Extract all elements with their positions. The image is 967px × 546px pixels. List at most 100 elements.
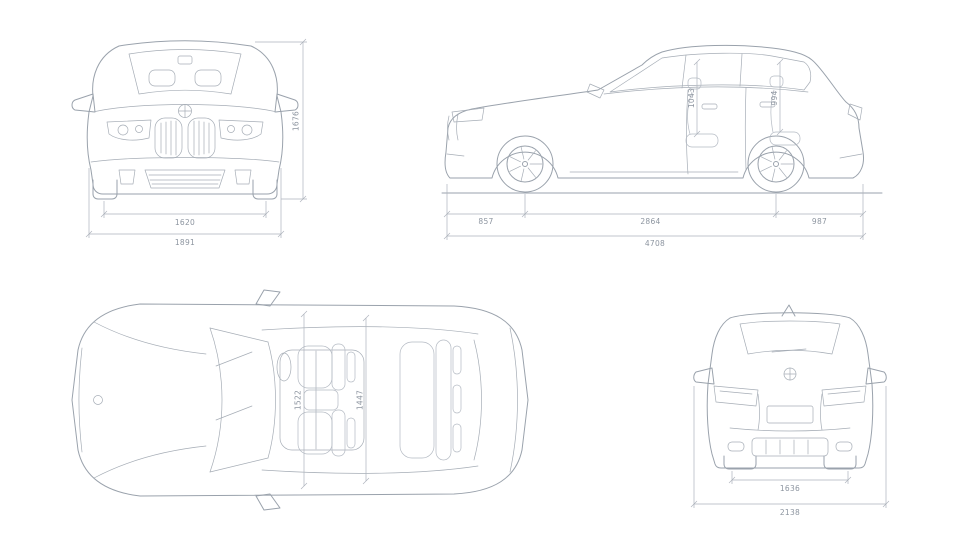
rear-seat-headrest <box>769 75 784 88</box>
steering-wheel <box>276 352 292 382</box>
nose-grille-lines <box>447 113 459 141</box>
passenger-seat-backrest <box>331 409 346 457</box>
top-dimensions <box>300 310 370 490</box>
top-seats <box>297 339 462 461</box>
rear-tire <box>747 135 805 193</box>
top-car-outline <box>71 289 529 511</box>
rear-view: 1636 2138 <box>690 304 890 517</box>
cowl-line <box>209 327 223 473</box>
rear-mirror-right <box>865 367 887 385</box>
dim-label-front-interior-width: 1522 <box>294 390 303 410</box>
dim-label-front-headroom: 1043 <box>687 88 696 108</box>
taillight-right <box>821 385 867 407</box>
dim-label-front-overhang: 857 <box>478 217 493 226</box>
rear-rim <box>757 145 795 183</box>
exhaust-left <box>727 441 745 452</box>
a-pillar-top <box>209 327 269 343</box>
windshield <box>128 49 242 95</box>
tailgate-seam-left <box>757 393 760 431</box>
mirror-bottom <box>255 493 281 511</box>
front-view: 1620 1891 1676 <box>71 38 307 247</box>
beltline <box>603 86 809 95</box>
dim-label-rear-interior-width: 1447 <box>356 390 365 410</box>
tailgate-edge <box>509 327 518 473</box>
rearview-mirror <box>177 55 193 65</box>
dim-label-wheelbase: 2864 <box>640 217 660 226</box>
bmw-roundel-icon <box>93 395 103 405</box>
front-left-wheel <box>92 179 118 200</box>
rear-car-details <box>713 320 867 457</box>
front-dimensions <box>85 38 307 238</box>
headlight-right <box>218 119 264 141</box>
roof-rail-top <box>261 326 479 335</box>
right-mirror <box>274 93 299 113</box>
kidney-grille-right <box>187 117 216 159</box>
mirror-top <box>255 289 281 307</box>
tailgate-bottom <box>729 427 851 432</box>
bumper-line <box>90 157 280 163</box>
b-pillar <box>681 53 743 89</box>
headlight-side <box>451 107 485 123</box>
headrest-right <box>194 69 222 87</box>
front-bumper-line <box>446 153 465 157</box>
kidney-grille-left <box>154 117 183 159</box>
passenger-seat-cushion <box>297 411 333 455</box>
front-rim <box>506 145 544 183</box>
front-bumper-inner <box>78 347 83 453</box>
bmw-roundel-icon <box>783 367 797 381</box>
top-car-details <box>78 321 518 479</box>
dim-label-front-track: 1620 <box>175 218 195 227</box>
exhaust-right <box>835 441 853 452</box>
door-seam-front <box>686 89 689 175</box>
rear-mirror-left <box>693 367 715 385</box>
rear-wiper <box>771 348 807 353</box>
side-vent-right <box>234 169 252 185</box>
dim-label-front-height: 1676 <box>292 111 301 131</box>
driver-seat-cushion <box>297 345 333 389</box>
dim-label-front-width: 1891 <box>175 238 195 247</box>
top-view: 1522 1447 <box>71 289 529 511</box>
dim-label-overall-length: 4708 <box>645 239 665 248</box>
dim-label-rear-headroom: 994 <box>770 90 779 105</box>
center-console <box>303 389 339 411</box>
headrest-left <box>148 69 176 87</box>
rear-seat-cushion <box>769 131 801 146</box>
dim-label-rear-width-mirrors: 2138 <box>780 508 800 517</box>
passenger-headrest <box>346 417 356 449</box>
hood-crease-top <box>93 321 207 355</box>
rear-window-edge <box>473 339 482 461</box>
front-seat-headrest <box>687 77 702 90</box>
rear-window <box>739 320 841 355</box>
front-car-outline <box>71 40 299 200</box>
rear-wheel-spokes <box>760 147 794 181</box>
driver-seat-backrest <box>331 343 346 391</box>
a-pillar-bottom <box>209 457 269 473</box>
side-car-outline <box>441 44 883 194</box>
rear-left-wheel <box>723 455 757 470</box>
front-seat-cushion <box>685 133 719 148</box>
headlight-left <box>106 119 152 141</box>
intake-mesh <box>148 174 222 185</box>
front-seat-backrest <box>687 91 693 135</box>
door-handle-rear <box>759 101 776 108</box>
front-right-wheel <box>252 179 278 200</box>
front-car-details <box>90 49 280 189</box>
dim-label-rear-overhang: 987 <box>812 217 827 226</box>
rear-right-wheel <box>823 455 857 470</box>
license-plate <box>766 405 814 424</box>
diffuser <box>751 437 829 457</box>
greenhouse <box>609 52 812 93</box>
hood-crease-bottom <box>93 445 207 479</box>
front-tire <box>496 135 554 193</box>
rear-bumper-line <box>839 153 863 159</box>
diffuser-fins <box>765 439 809 455</box>
wiper-right <box>215 405 253 421</box>
roof-rail-bottom <box>261 465 479 474</box>
rear-bench-cushion <box>399 341 435 459</box>
rear-dimensions <box>690 386 890 508</box>
grille-slats <box>160 120 210 156</box>
rear-seat-backrest <box>770 89 775 133</box>
side-car-details <box>446 52 863 181</box>
rear-headrest-left <box>452 345 462 375</box>
